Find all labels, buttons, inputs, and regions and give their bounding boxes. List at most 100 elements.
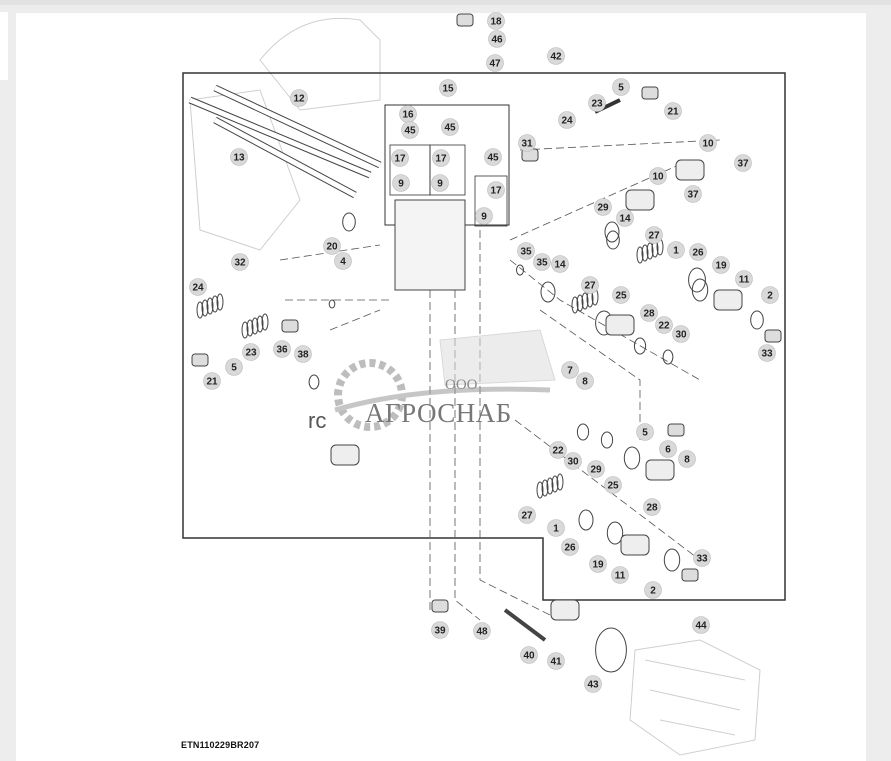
side-panel xyxy=(0,12,8,80)
callout-44: 44 xyxy=(692,616,710,634)
spring xyxy=(546,477,554,495)
svg-text:2: 2 xyxy=(650,586,656,597)
subgroup-box xyxy=(429,144,466,196)
callout-39: 39 xyxy=(431,621,449,639)
svg-text:26: 26 xyxy=(564,543,576,554)
piston xyxy=(645,459,675,481)
callout-22: 22 xyxy=(549,441,567,459)
svg-text:2: 2 xyxy=(767,291,773,302)
svg-text:45: 45 xyxy=(487,153,499,164)
seal-ring xyxy=(623,446,641,470)
svg-text:37: 37 xyxy=(687,190,699,201)
piston xyxy=(330,444,360,466)
svg-text:41: 41 xyxy=(550,657,562,668)
svg-text:39: 39 xyxy=(434,626,446,637)
spring xyxy=(536,481,544,499)
svg-text:22: 22 xyxy=(658,321,670,332)
callout-9: 9 xyxy=(431,174,449,192)
svg-text:38: 38 xyxy=(297,350,309,361)
svg-text:48: 48 xyxy=(476,627,488,638)
plug xyxy=(764,329,782,343)
callout-11: 11 xyxy=(611,566,629,584)
spring xyxy=(571,296,579,314)
svg-text:27: 27 xyxy=(584,281,596,292)
callout-6: 6 xyxy=(659,440,677,458)
callout-35: 35 xyxy=(533,253,551,271)
svg-text:9: 9 xyxy=(481,212,487,223)
callout-37: 37 xyxy=(734,154,752,172)
seal-ring xyxy=(328,299,336,309)
callout-29: 29 xyxy=(594,198,612,216)
svg-text:4: 4 xyxy=(340,257,346,268)
callout-32: 32 xyxy=(231,253,249,271)
callout-5: 5 xyxy=(636,423,654,441)
callout-43: 43 xyxy=(584,675,602,693)
svg-text:23: 23 xyxy=(245,348,257,359)
callout-28: 28 xyxy=(640,304,658,322)
callout-40: 40 xyxy=(520,646,538,664)
seal-ring xyxy=(540,281,556,303)
assembly-boundary xyxy=(182,72,786,601)
svg-text:21: 21 xyxy=(667,107,679,118)
spring xyxy=(241,321,249,339)
callout-17: 17 xyxy=(487,181,505,199)
spring xyxy=(551,475,559,493)
piston xyxy=(713,289,743,311)
callout-35: 35 xyxy=(517,242,535,260)
callout-19: 19 xyxy=(589,555,607,573)
callout-10: 10 xyxy=(649,167,667,185)
svg-text:5: 5 xyxy=(618,83,624,94)
svg-text:5: 5 xyxy=(231,363,237,374)
spring xyxy=(556,473,564,491)
svg-text:30: 30 xyxy=(567,457,579,468)
seal-ring xyxy=(308,374,320,390)
callout-10: 10 xyxy=(699,134,717,152)
seal-ring xyxy=(595,627,627,673)
callout-47: 47 xyxy=(486,54,504,72)
spring xyxy=(196,301,204,319)
callout-21: 21 xyxy=(664,102,682,120)
svg-text:9: 9 xyxy=(398,179,404,190)
plug xyxy=(667,423,685,437)
callout-31: 31 xyxy=(518,134,536,152)
spring xyxy=(581,292,589,310)
svg-text:47: 47 xyxy=(489,59,501,70)
spring xyxy=(201,299,209,317)
callout-30: 30 xyxy=(672,325,690,343)
callout-25: 25 xyxy=(604,476,622,494)
callout-14: 14 xyxy=(551,255,569,273)
callout-25: 25 xyxy=(612,286,630,304)
svg-text:43: 43 xyxy=(587,680,599,691)
svg-text:24: 24 xyxy=(192,283,204,294)
plug xyxy=(191,353,209,367)
svg-text:31: 31 xyxy=(521,139,533,150)
plug xyxy=(681,568,699,582)
svg-text:19: 19 xyxy=(592,560,604,571)
svg-text:16: 16 xyxy=(402,110,414,121)
svg-text:10: 10 xyxy=(702,139,714,150)
callout-48: 48 xyxy=(473,622,491,640)
stray-text: rc xyxy=(308,408,327,433)
seal-ring xyxy=(578,509,594,531)
callout-27: 27 xyxy=(645,226,663,244)
spring xyxy=(641,244,649,262)
svg-text:11: 11 xyxy=(739,275,750,286)
callout-27: 27 xyxy=(581,276,599,294)
callout-17: 17 xyxy=(432,149,450,167)
callout-23: 23 xyxy=(242,343,260,361)
valve-body xyxy=(394,199,466,291)
svg-text:33: 33 xyxy=(696,554,708,565)
seal-ring xyxy=(606,521,624,545)
callout-26: 26 xyxy=(561,538,579,556)
callout-24: 24 xyxy=(189,278,207,296)
svg-text:24: 24 xyxy=(561,116,573,127)
callout-27: 27 xyxy=(518,506,536,524)
seal-ring xyxy=(606,230,620,250)
callout-12: 12 xyxy=(290,89,308,107)
callout-38: 38 xyxy=(294,345,312,363)
callout-1: 1 xyxy=(547,519,565,537)
svg-text:28: 28 xyxy=(643,309,655,320)
callout-8: 8 xyxy=(678,450,696,468)
seal-ring xyxy=(516,264,524,276)
